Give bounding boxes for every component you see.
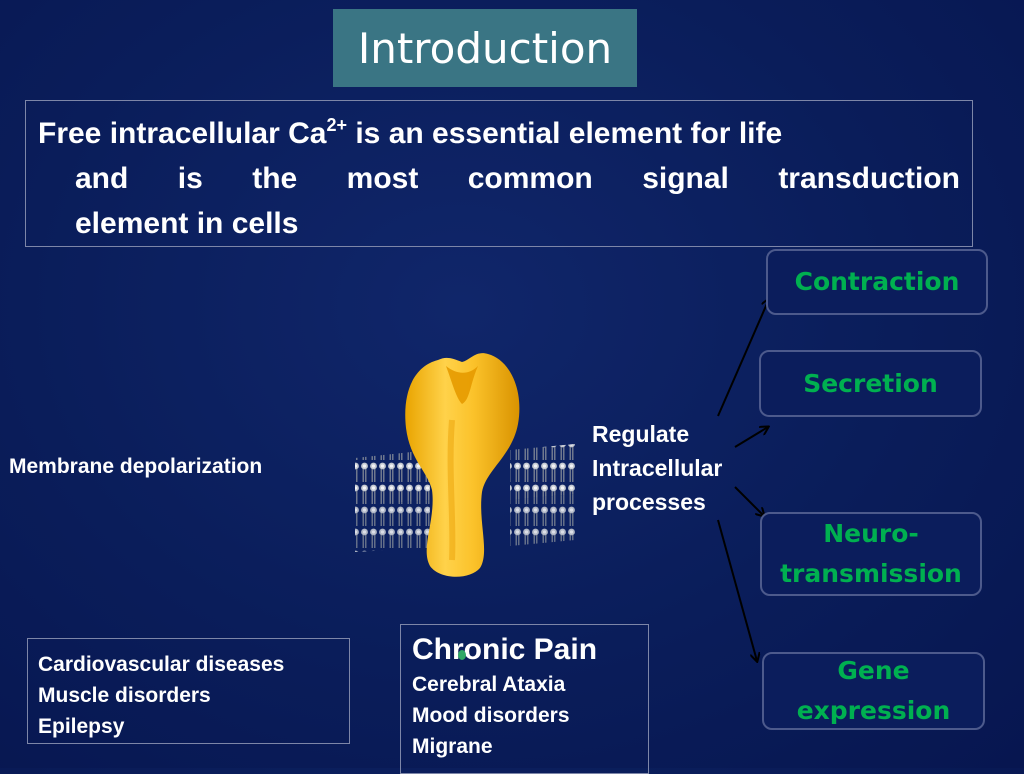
list-item: Cerebral Ataxia	[412, 673, 566, 696]
intro-line-1: Free intracellular Ca2+ is an essential …	[38, 115, 783, 150]
pain-list: Chronic Pain Cerebral Ataxia Mood disord…	[400, 624, 649, 774]
intro-line-3: element in cells	[75, 207, 299, 240]
green-dot-icon	[458, 650, 466, 660]
membrane-depolarization-label: Membrane depolarization	[9, 455, 263, 478]
gene-expression-box: Gene expression	[762, 652, 985, 730]
list-item: Epilepsy	[38, 715, 125, 738]
neurotransmission-box: Neuro- transmission	[760, 512, 982, 596]
secretion-box: Secretion	[759, 350, 982, 417]
intro-statement: Free intracellular Ca2+ is an essential …	[25, 100, 973, 247]
arrow-to-gene	[717, 519, 757, 661]
calcium-channel-icon	[405, 353, 520, 577]
list-item: Muscle disorders	[38, 684, 211, 707]
arrow-to-secretion	[734, 427, 768, 448]
list-item: Migrane	[412, 735, 493, 758]
list-item: Mood disorders	[412, 704, 570, 727]
slide-title: Introduction	[333, 9, 637, 87]
pain-heading: Chronic Pain	[412, 633, 598, 666]
arrow-to-neuro	[734, 486, 764, 516]
arrow-to-contraction	[717, 299, 769, 417]
regulate-label: Regulate Intracellular processes	[592, 421, 723, 515]
contraction-box: Contraction	[766, 249, 988, 315]
lipid-bilayer-icon	[355, 444, 575, 552]
diseases-list: Cardiovascular diseases Muscle disorders…	[27, 638, 350, 744]
list-item: Cardiovascular diseases	[38, 653, 285, 676]
intro-line-2: and is the most common signal transducti…	[75, 162, 960, 195]
